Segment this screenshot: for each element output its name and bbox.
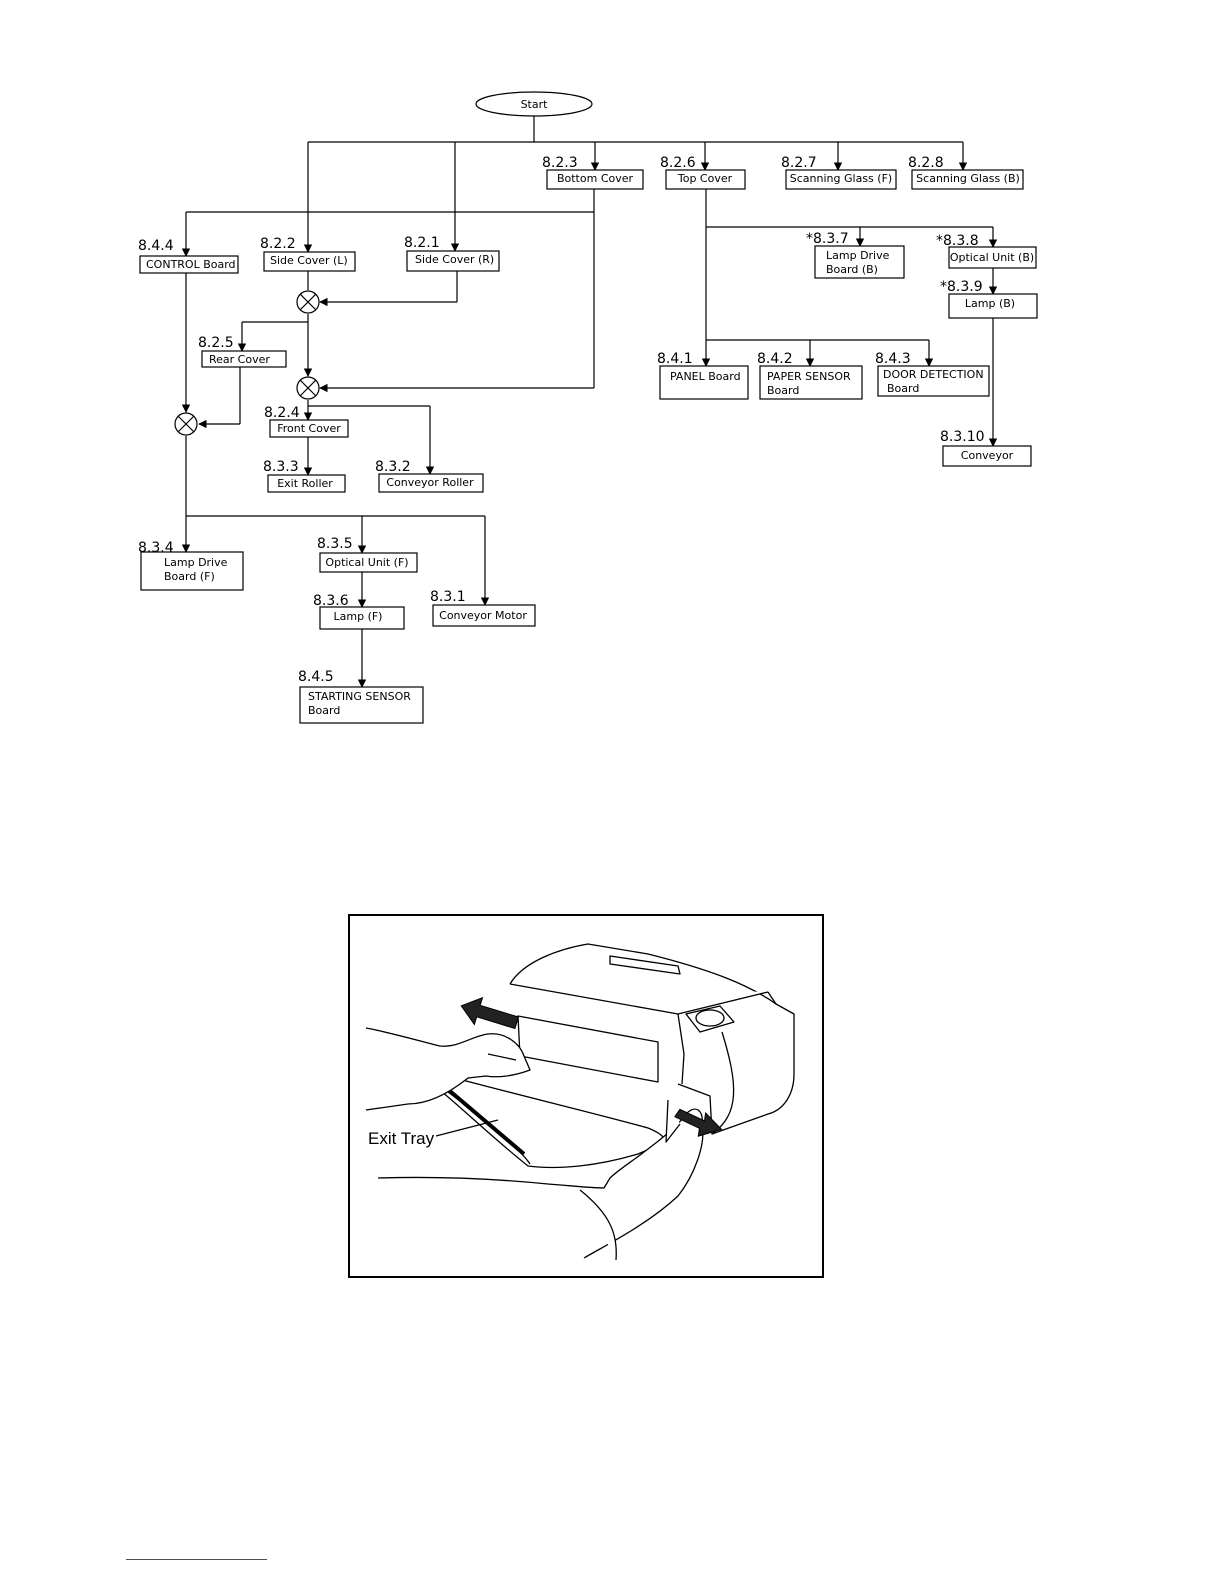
conveyor-roller-box: Conveyor Roller xyxy=(386,476,474,489)
exit-roller-box: Exit Roller xyxy=(277,477,333,490)
join-symbol xyxy=(296,376,320,400)
section-number: 8.2.2 xyxy=(260,236,296,252)
section-number: 8.2.6 xyxy=(660,155,696,171)
section-number: 8.3.1 xyxy=(430,589,466,605)
join-symbol xyxy=(296,290,320,314)
exit-tray-illustration: Exit Tray xyxy=(348,914,824,1278)
side-cover-l-box: Side Cover (L) xyxy=(270,254,348,267)
lamp-f-box: Lamp (F) xyxy=(334,610,383,623)
section-number: 8.2.4 xyxy=(264,405,300,421)
conveyor-box: Conveyor xyxy=(961,449,1014,462)
bottom-cover-box: Bottom Cover xyxy=(557,172,634,185)
section-number: 8.2.7 xyxy=(781,155,817,171)
footer-rule xyxy=(126,1559,267,1560)
lamp-drive-f-line1: Lamp Drive xyxy=(164,556,228,569)
lamp-drive-f-line2: Board (F) xyxy=(164,570,215,583)
section-number: 8.3.5 xyxy=(317,536,353,552)
section-number: 8.3.3 xyxy=(263,459,299,475)
section-number: 8.4.2 xyxy=(757,351,793,367)
start-label: Start xyxy=(521,98,549,111)
panel-board-box: PANEL Board xyxy=(670,370,741,383)
door-detection-line1: DOOR DETECTION xyxy=(883,368,984,381)
door-detection-line2: Board xyxy=(887,382,919,395)
section-number: *8.3.7 xyxy=(806,231,849,247)
control-board-box: CONTROL Board xyxy=(146,258,236,271)
side-cover-r-box: Side Cover (R) xyxy=(415,253,494,266)
scanning-glass-b-box: Scanning Glass (B) xyxy=(916,172,1020,185)
paper-sensor-line1: PAPER SENSOR xyxy=(767,370,851,383)
section-number: 8.2.8 xyxy=(908,155,944,171)
section-number: *8.3.9 xyxy=(940,279,983,295)
start-node: Start xyxy=(475,91,593,117)
join-symbol xyxy=(174,412,198,436)
section-number: 8.4.1 xyxy=(657,351,693,367)
optical-unit-f-box: Optical Unit (F) xyxy=(325,556,408,569)
section-number: *8.3.8 xyxy=(936,233,979,249)
section-number: 8.4.3 xyxy=(875,351,911,367)
front-cover-box: Front Cover xyxy=(277,422,341,435)
section-number: 8.3.4 xyxy=(138,540,174,556)
exit-tray-label: Exit Tray xyxy=(368,1129,435,1148)
lamp-drive-b-line2: Board (B) xyxy=(826,263,878,276)
rear-cover-box: Rear Cover xyxy=(209,353,270,366)
section-number: 8.3.2 xyxy=(375,459,411,475)
section-number: 8.4.4 xyxy=(138,238,174,254)
section-number: 8.2.1 xyxy=(404,235,440,251)
optical-unit-b-box: Optical Unit (B) xyxy=(950,251,1034,264)
lamp-drive-b-line1: Lamp Drive xyxy=(826,249,890,262)
section-number: 8.3.10 xyxy=(940,429,985,445)
section-number: 8.4.5 xyxy=(298,669,334,685)
starting-sensor-line2: Board xyxy=(308,704,340,717)
lamp-b-box: Lamp (B) xyxy=(965,297,1015,310)
top-cover-box: Top Cover xyxy=(677,172,733,185)
conveyor-motor-box: Conveyor Motor xyxy=(439,609,527,622)
paper-sensor-line2: Board xyxy=(767,384,799,397)
disassembly-flowchart: Start 8.2.3 xyxy=(138,91,1038,724)
scanning-glass-f-box: Scanning Glass (F) xyxy=(790,172,892,185)
section-number: 8.3.6 xyxy=(313,593,349,609)
starting-sensor-line1: STARTING SENSOR xyxy=(308,690,411,703)
section-number: 8.2.5 xyxy=(198,335,234,351)
section-number: 8.2.3 xyxy=(542,155,578,171)
